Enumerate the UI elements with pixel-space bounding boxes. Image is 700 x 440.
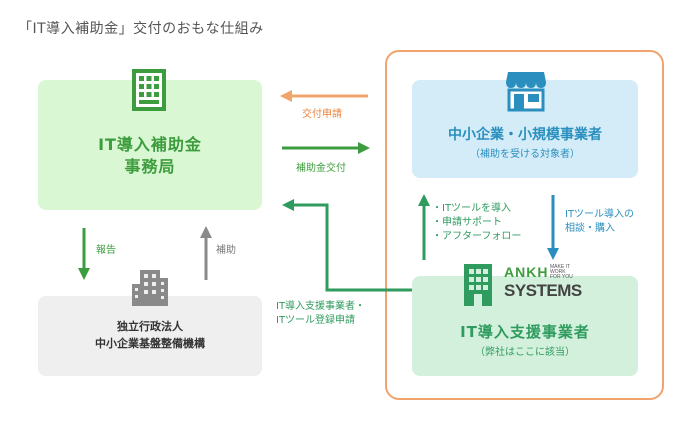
sme-name: 中小企業・小規模事業者 xyxy=(448,127,602,143)
arrow-application xyxy=(280,90,368,102)
label-consult-line2: 相談・購入 xyxy=(565,223,615,234)
vendor-box xyxy=(412,276,638,376)
arrow-introduce xyxy=(418,194,430,260)
agency-name-line2: 中小企業基盤整備機構 xyxy=(95,337,205,350)
label-grant: 補助金交付 xyxy=(296,163,346,174)
diagram-title: 「IT導入補助金」交付のおもな仕組み xyxy=(18,21,264,37)
sme-vendor-frame xyxy=(385,50,664,400)
logo-brand-bottom: SYSTEMS xyxy=(504,281,582,300)
label-application: 交付申請 xyxy=(302,109,342,120)
storefront-icon xyxy=(506,72,546,112)
label-subsidy: 補助 xyxy=(216,245,236,256)
logo-tagline: MAKE IT WORK FOR YOU xyxy=(550,265,573,280)
label-report: 報告 xyxy=(96,245,116,256)
agency-name-line1: 独立行政法人 xyxy=(117,320,183,333)
label-introduce: ・ITツールを導入 ・申請サポート ・アフターフォロー xyxy=(432,202,521,244)
arrow-subsidy xyxy=(200,226,212,280)
sme-subtitle: （補助を受ける対象者） xyxy=(470,149,580,160)
arrow-consult xyxy=(547,195,559,260)
agency-name: 独立行政法人 中小企業基盤整備機構 xyxy=(38,318,262,352)
logo-brand-top: ANKH xyxy=(504,264,549,280)
ankh-systems-logo: ANKH MAKE IT WORK FOR YOU SYSTEMS xyxy=(504,264,594,308)
arrow-report xyxy=(78,228,90,280)
vendor-name: IT導入支援事業者 xyxy=(460,323,590,341)
label-registration-line1: IT導入支援事業者・ xyxy=(276,301,366,312)
label-introduce-line1: ・ITツールを導入 xyxy=(432,203,512,214)
vendor-building-icon xyxy=(464,264,492,306)
logo-tagline-2: WORK xyxy=(550,269,566,275)
secretariat-name: IT導入補助金 事務局 xyxy=(38,134,262,178)
logo-tagline-1: MAKE IT xyxy=(550,264,571,270)
agency-box xyxy=(38,296,262,376)
logo-tagline-3: FOR YOU xyxy=(550,274,573,280)
label-introduce-line2: ・申請サポート xyxy=(432,217,502,228)
label-consult-line1: ITツール導入の xyxy=(565,209,635,220)
arrow-registration xyxy=(282,199,412,292)
secretariat-name-line1: IT導入補助金 xyxy=(98,135,202,154)
label-consult: ITツール導入の 相談・購入 xyxy=(565,208,634,236)
vendor-subtitle: （弊社はここに該当） xyxy=(475,347,575,358)
label-introduce-line3: ・アフターフォロー xyxy=(432,231,522,242)
office-building-icon xyxy=(132,69,166,111)
secretariat-name-line2: 事務局 xyxy=(124,157,176,176)
government-building-icon xyxy=(132,270,168,306)
label-registration-line2: ITツール登録申請 xyxy=(276,315,356,326)
label-registration: IT導入支援事業者・ ITツール登録申請 xyxy=(276,300,365,328)
arrow-grant xyxy=(282,142,370,154)
